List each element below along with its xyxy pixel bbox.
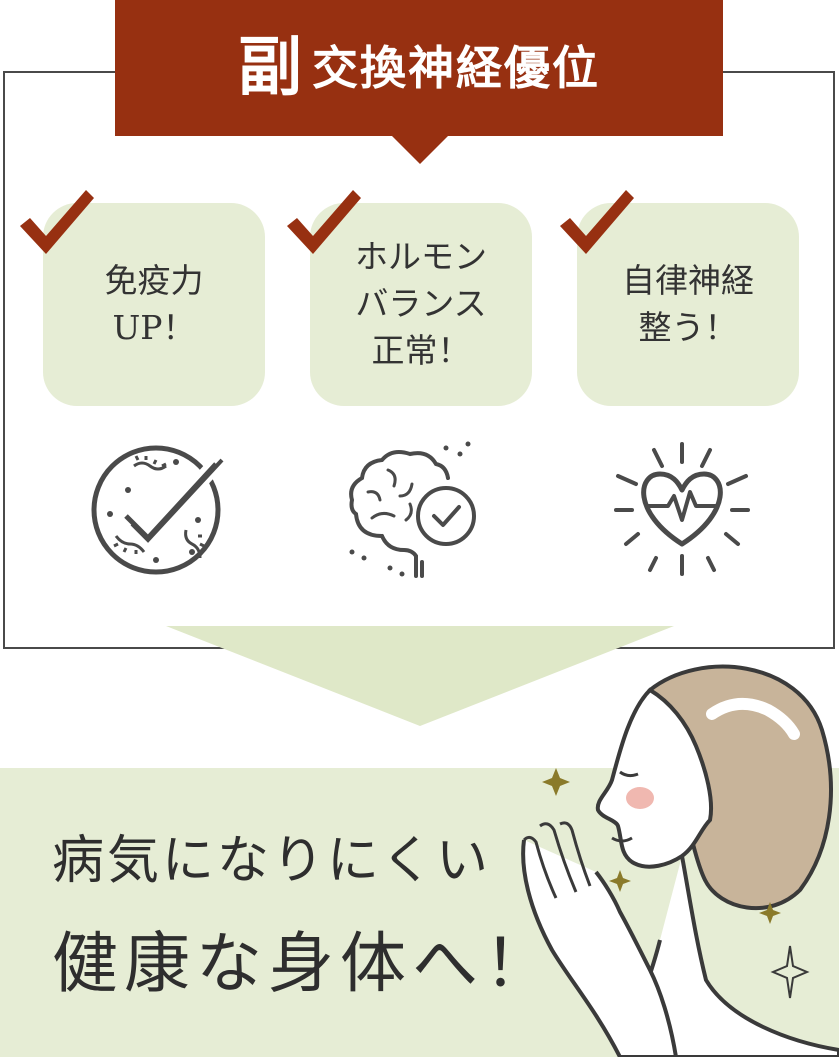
benefit-line: バランス	[355, 284, 487, 324]
slogan-line-2: 健康な身体へ！	[52, 925, 556, 1002]
benefit-card-hormone: ホルモン バランス 正常！	[310, 203, 532, 406]
benefit-line: 免疫力	[104, 260, 204, 300]
checkmark-icon	[287, 190, 361, 254]
woman-illustration	[521, 664, 839, 1057]
benefit-line: 整う！	[638, 307, 738, 347]
benefit-line: ホルモン	[355, 237, 487, 277]
brain-check-icon	[349, 441, 476, 578]
checkmark-icon	[20, 190, 94, 254]
title-banner: 副 交換神経優位	[115, 0, 723, 136]
slogan-line-1: 病気になりにくい	[52, 831, 491, 891]
result-arrow	[166, 626, 674, 726]
title-text: 交換神経優位	[312, 41, 600, 95]
heart-pulse-icon	[614, 442, 750, 576]
immune-check-icon	[91, 445, 224, 575]
title-emphasis: 副	[238, 30, 302, 105]
benefit-card-autonomic: 自律神経 整う！	[577, 203, 799, 406]
checkmark-icon	[560, 190, 634, 254]
benefit-line: 正常！	[371, 330, 471, 370]
title-pointer	[390, 134, 450, 164]
benefit-line: 自律神経	[622, 260, 754, 300]
benefit-line: UP！	[112, 307, 196, 347]
benefit-card-immunity: 免疫力 UP！	[43, 203, 265, 406]
